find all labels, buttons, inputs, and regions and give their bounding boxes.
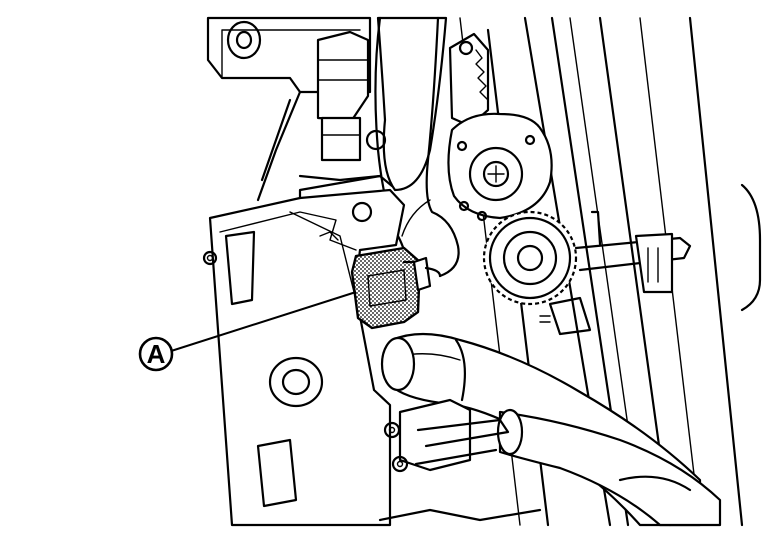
motor-bracket xyxy=(447,32,553,222)
sector-gear xyxy=(482,210,692,306)
callout-a-circle xyxy=(138,336,174,372)
upper-bracket xyxy=(206,16,372,202)
callout-a-leader xyxy=(167,291,357,353)
connector-a xyxy=(350,246,442,330)
callout-a: A xyxy=(138,291,357,372)
lower-brackets xyxy=(378,296,692,522)
callout-a-label: A xyxy=(147,339,166,369)
